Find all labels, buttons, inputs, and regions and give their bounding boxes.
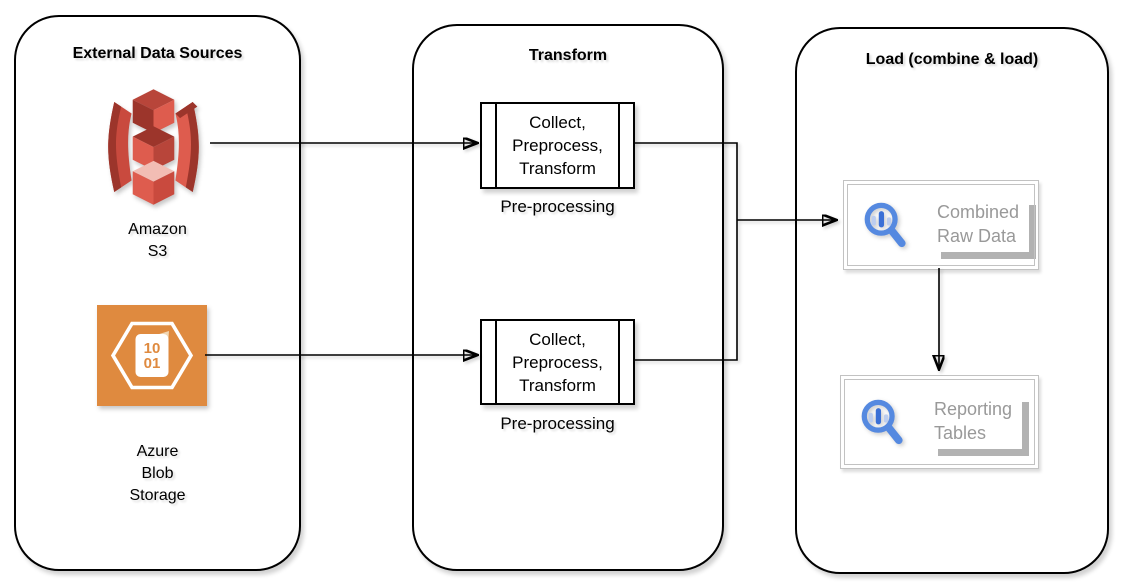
azure-binary-bottom: 01 [144,355,161,372]
azure-hexagon [110,321,194,390]
magnifier-handle [888,226,906,247]
magnifier-faint-bar [883,413,889,422]
combined-raw-data-box: Combined Raw Data [843,180,1039,270]
magnifier-faint-bar [868,412,873,422]
combined-raw-data-label: Combined Raw Data [934,198,1030,252]
process-box-label: Collect, Preprocess, Transform [512,113,603,178]
lane-load: Load (combine & load) Combined Raw Data … [795,27,1109,574]
process-box-label: Collect, Preprocess, Transform [512,329,603,395]
preprocessing-caption-top: Pre-processing [500,197,615,216]
lane-title-load: Load (combine & load) [865,51,1039,68]
magnifier-chart-icon [861,399,903,444]
azure-blob-storage-icon-svg: 10 01 [97,305,207,406]
process-box-preprocessing-top: Collect, Preprocess, Transform [480,102,635,189]
amazon-s3-icon [95,87,212,207]
reporting-tables-label: Reporting Tables [931,395,1023,449]
magnifier-lens [864,202,898,236]
process-box-preprocessing-bottom: Collect, Preprocess, Transform [480,319,635,405]
magnifier-faint-bar [886,216,892,225]
lane-transform: Transform Collect, Preprocess, Transform… [412,24,724,571]
magnifier-chart-icon [864,202,906,247]
lane-external-data-sources: External Data Sources [14,15,301,571]
reporting-tables-box: Reporting Tables [840,375,1039,469]
magnifier-handle [885,423,903,444]
magnifier-faint-bar [871,215,876,225]
azure-blob-storage-icon: 10 01 [97,305,207,406]
azure-binary-top: 10 [144,340,161,357]
amazon-s3-icon-svg [108,89,199,205]
preprocessing-caption-bottom: Pre-processing [500,414,615,433]
azure-doc [135,334,169,377]
azure-blob-storage-label: Azure Blob Storage [129,443,186,504]
lane-title-external: External Data Sources [72,45,243,62]
magnifier-chart-bar [878,210,885,227]
lane-title-transform: Transform [528,47,608,64]
magnifier-lens [861,399,895,433]
amazon-s3-label: Amazon S3 [128,221,187,260]
magnifier-chart-bar [875,407,882,424]
